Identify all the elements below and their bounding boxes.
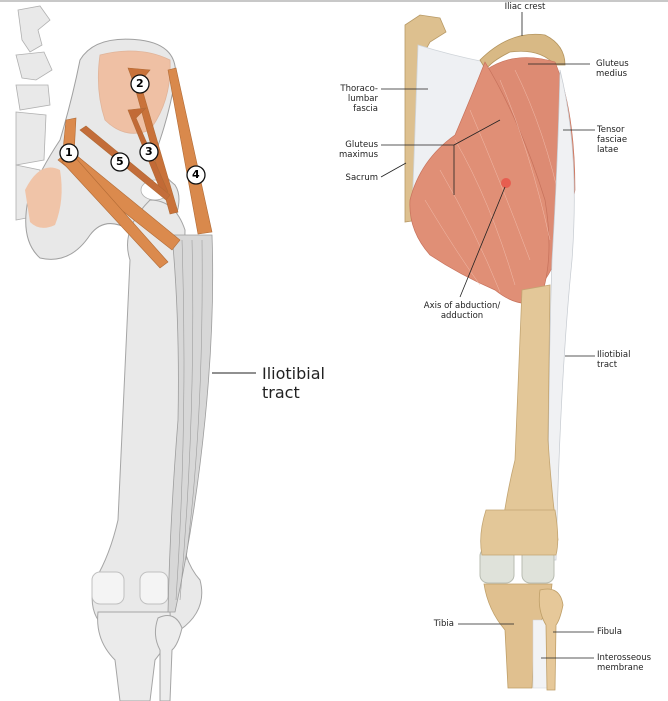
label-iliotibial-tract-right: Iliotibial tract (597, 350, 631, 370)
top-border (0, 0, 668, 2)
label-tensor-fasciae-latae: Tensor fasciae latae (597, 125, 628, 155)
marker-5: 5 (116, 155, 124, 168)
fibula-bone-right (538, 588, 564, 691)
label-thoracolumbar-fascia: Thoraco- lumbar fascia (340, 84, 378, 114)
marker-2: 2 (136, 77, 144, 90)
label-iliac-crest: Iliac crest (504, 2, 546, 12)
label-gluteus-medius: Gluteus medius (596, 59, 629, 79)
iliac-crest-bone (479, 33, 566, 71)
label-fibula: Fibula (597, 627, 622, 637)
axis-dot (501, 178, 511, 188)
leader-lines (380, 12, 595, 659)
label-axis-of-abduction: Axis of abduction/ adduction (423, 301, 501, 321)
marker-4: 4 (192, 168, 200, 181)
marker-1: 1 (65, 146, 73, 159)
pale-muscle-left (25, 167, 62, 228)
label-tibia: Tibia (433, 619, 454, 629)
label-interosseous-membrane: Interosseous membrane (597, 653, 652, 673)
number-markers (59, 74, 206, 185)
knee-distal-femur (480, 509, 559, 556)
label-gluteus-maximus: Gluteus maximus (339, 140, 378, 160)
label-iliotibial-tract-left: Iliotibial tract (262, 364, 325, 402)
spine-vertebrae (15, 5, 53, 221)
fibula-bone (154, 615, 183, 701)
marker-3: 3 (145, 145, 153, 158)
label-sacrum: Sacrum (345, 173, 378, 183)
gluteus-maximus-muscle (409, 61, 550, 304)
